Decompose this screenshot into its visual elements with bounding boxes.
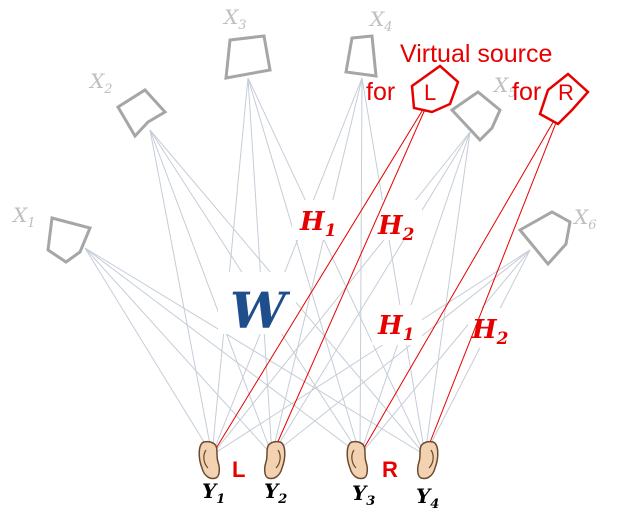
ear-right-tag: R <box>382 457 398 482</box>
transfer-lines <box>84 77 531 456</box>
speaker-x1-label: X1 <box>11 203 36 231</box>
ear-left-tag: L <box>232 457 245 482</box>
h2-upper-label: H2 <box>377 211 415 245</box>
speaker-x6-label: X6 <box>572 205 597 233</box>
virtual-left-for: for <box>366 78 395 106</box>
speaker-x5-label: X5 <box>492 73 517 101</box>
ear-y1-label: Y1 <box>202 479 225 507</box>
h1-lower-label: H1 <box>377 311 414 345</box>
ear-y3-icon <box>346 440 369 480</box>
ear-y4-icon <box>416 440 439 480</box>
h2-lower-label: H2 <box>471 315 509 349</box>
speaker-x3-icon <box>224 34 272 80</box>
speaker-x5-icon <box>449 90 502 143</box>
speaker-x2-icon <box>115 88 168 139</box>
speaker-x6-icon <box>517 210 572 267</box>
speaker-x3-label: X3 <box>222 5 247 33</box>
ear-y2-label: Y2 <box>264 479 287 507</box>
ear-y1-icon <box>198 440 221 480</box>
virtual-lines <box>211 97 564 456</box>
virtual-right-letter: R <box>558 80 574 105</box>
ear-y2-icon <box>263 440 286 480</box>
virtual-source-left-icon <box>410 64 460 114</box>
matrix-w-label: W <box>230 281 291 340</box>
ear-y4-label: Y4 <box>416 484 439 512</box>
virtual-source-title: Virtual source <box>400 40 552 68</box>
virtual-right-for: for <box>512 78 541 106</box>
speaker-x1-icon <box>46 216 93 264</box>
virtual-left-letter: L <box>424 80 436 105</box>
speaker-x2-label: X2 <box>88 69 113 97</box>
speaker-x4-label: X4 <box>368 7 393 35</box>
h1-upper-label: H1 <box>299 207 336 241</box>
speaker-x4-icon <box>344 34 378 78</box>
virtual-source-right-icon <box>538 72 590 126</box>
ear-y3-label: Y3 <box>352 481 375 509</box>
